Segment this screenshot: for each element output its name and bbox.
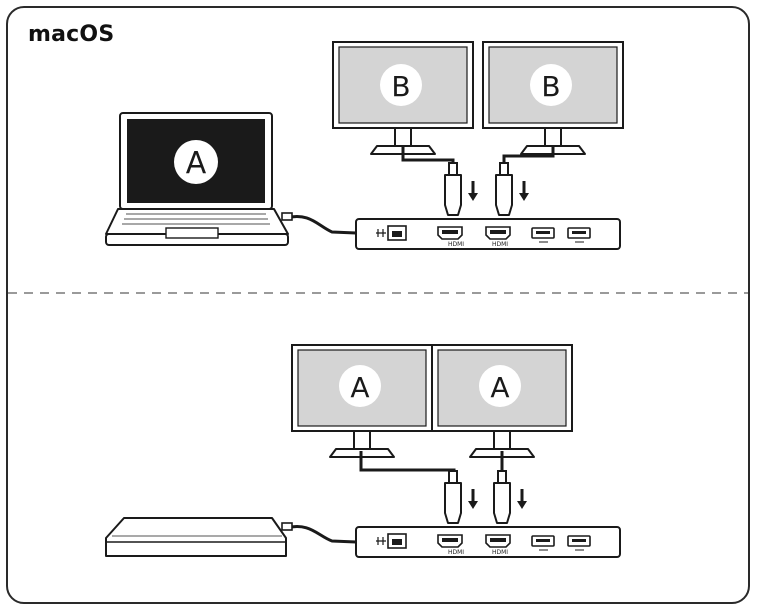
hdmi-plug-right — [494, 161, 531, 217]
laptop-screen-label: A — [186, 146, 207, 181]
hdmi-plug-right-bottom — [492, 469, 529, 525]
hdmi-port-label-2: HDMI — [492, 241, 508, 248]
usb-c-plug — [281, 212, 293, 221]
laptop-screen-badge — [174, 140, 218, 184]
monitor-left-bottom-label: A — [350, 371, 369, 404]
hdmi-port-label-1: HDMI — [448, 241, 464, 248]
laptop-open — [105, 112, 289, 246]
usb-c-cable — [285, 215, 357, 235]
hdmi-plug-left-bottom — [443, 469, 480, 525]
page-title: macOS — [28, 22, 115, 47]
monitor-right-label: B — [541, 70, 560, 103]
usb-c-cable-bottom — [285, 525, 357, 544]
usb-c-plug-bottom — [281, 522, 293, 531]
laptop-closed — [105, 517, 287, 557]
docking-station-bottom — [355, 526, 621, 558]
monitor-left-badge — [380, 64, 422, 106]
hdmi-port-label-2-bottom: HDMI — [492, 549, 508, 556]
monitor-left-label: B — [391, 70, 410, 103]
monitor-right-bottom-label: A — [490, 371, 509, 404]
monitor-right-bottom-badge — [479, 365, 521, 407]
monitor-right-badge — [530, 64, 572, 106]
hdmi-plug-left — [443, 161, 480, 217]
monitor-left-bottom-badge — [339, 365, 381, 407]
docking-station — [355, 218, 621, 250]
hdmi-port-label-1-bottom: HDMI — [448, 549, 464, 556]
